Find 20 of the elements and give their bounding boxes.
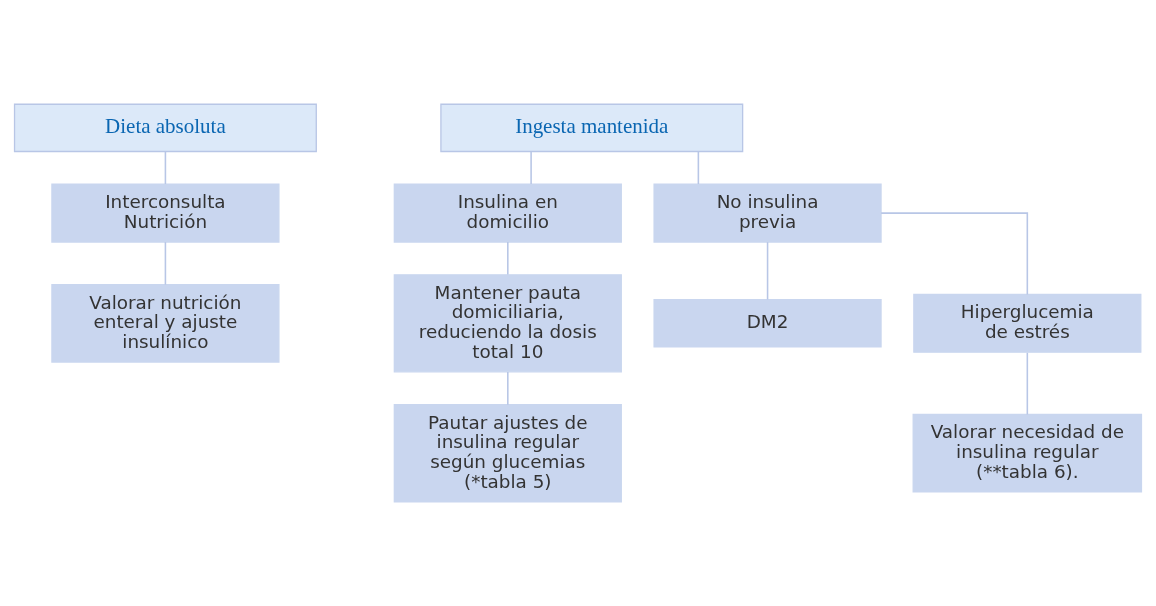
node-box: Insulina en domicilio — [393, 183, 622, 243]
connector — [766, 241, 769, 301]
connector — [164, 241, 167, 286]
node-box: Interconsulta Nutrición — [51, 183, 280, 243]
node-box: DM2 — [653, 299, 882, 348]
node-box: No insulina previa — [653, 183, 882, 243]
connector — [507, 241, 509, 276]
node-box: Mantener pauta domiciliaria, reduciendo la dosis total 10 — [393, 274, 622, 373]
connector — [530, 150, 532, 185]
connector — [1026, 352, 1029, 416]
connector — [507, 371, 509, 406]
connector — [697, 150, 700, 185]
node-box: Valorar necesidad de insulina regular (**tabla 6). — [912, 413, 1143, 493]
node-box: Dieta absoluta — [13, 103, 317, 153]
node-box: Pautar ajustes de insulina regular según glucemias (*tabla 5) — [393, 404, 622, 503]
connector — [164, 150, 167, 185]
node-box: Ingesta mantenida — [440, 103, 744, 153]
node-box: Hiperglucemia de estrés — [913, 293, 1142, 353]
connector — [880, 212, 1029, 296]
node-box: Valorar nutrición enteral y ajuste insulínico — [51, 283, 280, 363]
